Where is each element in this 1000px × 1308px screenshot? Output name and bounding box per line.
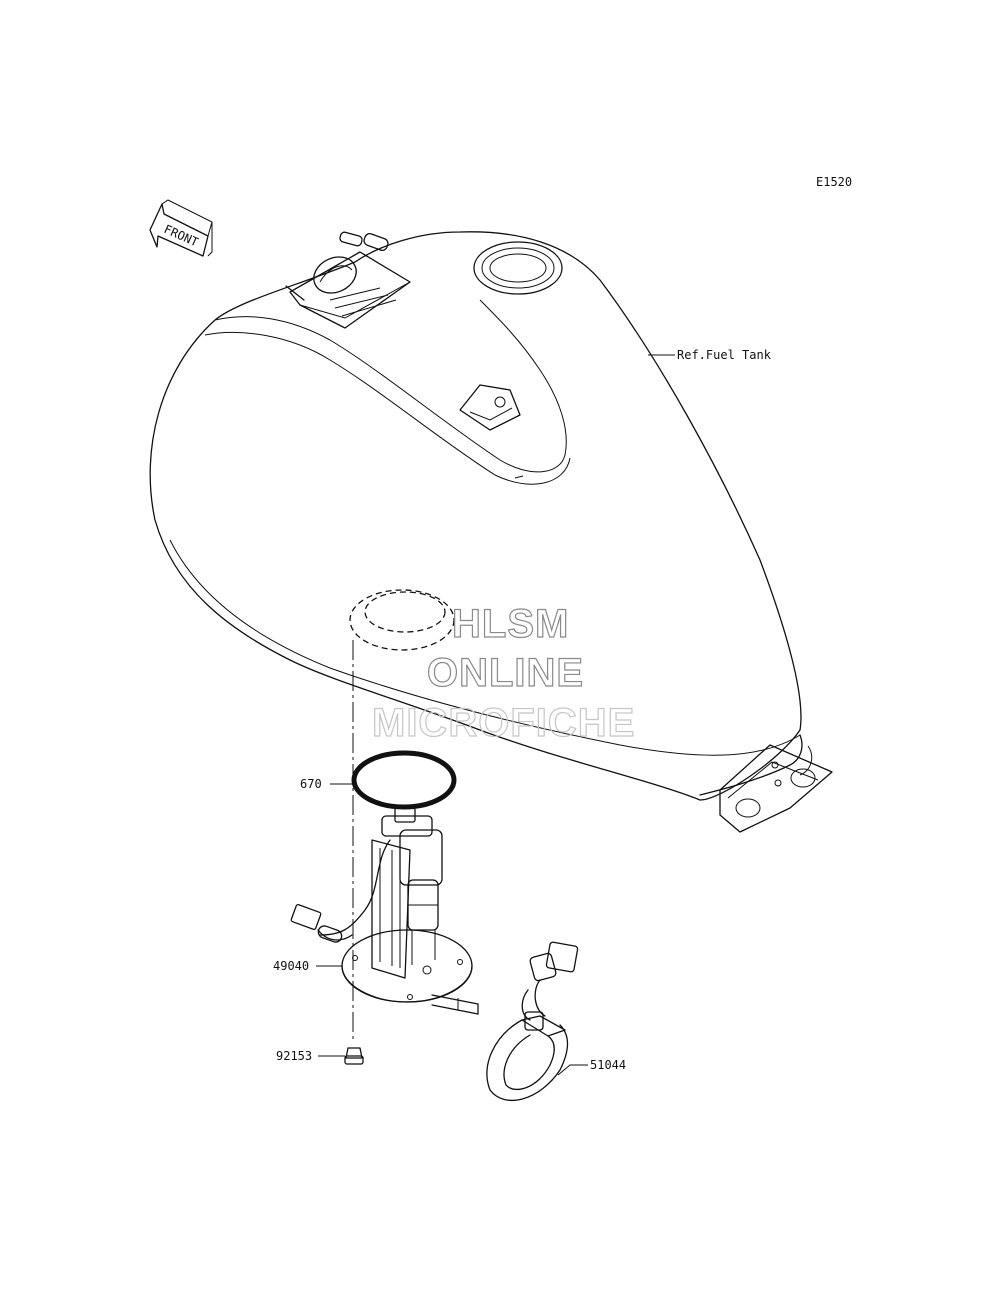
watermark: HLSM ONLINE MICROFICHE [371, 601, 635, 745]
callout-49040: 49040 [273, 959, 309, 973]
tank-pump-opening [349, 589, 455, 651]
o-ring-670 [351, 750, 457, 810]
diagram-code: E1520 [816, 175, 852, 189]
callout-ref-fuel-tank: Ref.Fuel Tank [677, 348, 772, 362]
bolt-92153 [344, 1047, 364, 1065]
watermark-line2: ONLINE [427, 651, 584, 695]
fuel-pump-49040 [290, 807, 479, 1015]
callout-92153: 92153 [276, 1049, 312, 1063]
callout-51044: 51044 [590, 1058, 626, 1072]
watermark-line3: MICROFICHE [372, 701, 635, 745]
fuel-tank [149, 231, 833, 833]
front-label: FRONT [162, 222, 201, 249]
callout-670: 670 [300, 777, 322, 791]
fuel-hose-51044 [486, 941, 579, 1101]
watermark-line1: HLSM [452, 602, 569, 646]
front-arrow-icon: FRONT [149, 199, 213, 257]
